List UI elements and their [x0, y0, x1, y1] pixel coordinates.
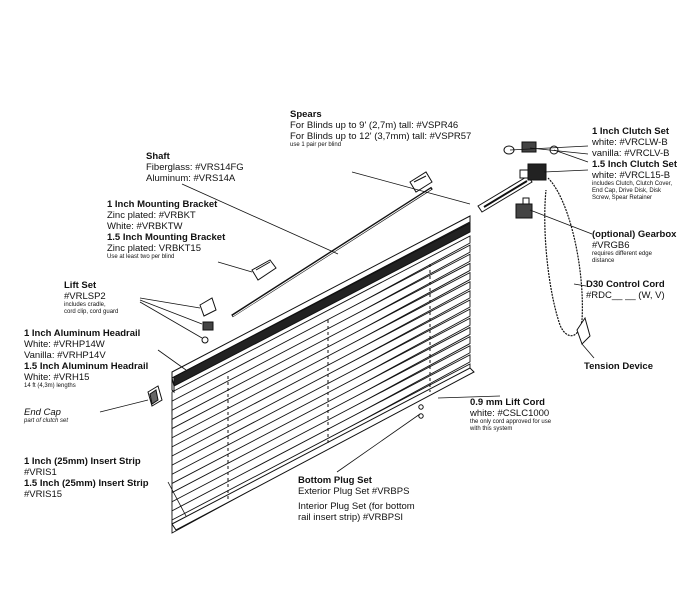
end-cap-label: End Cap part of clutch set: [24, 407, 69, 424]
spears: [477, 175, 533, 213]
bottom-plug: [418, 404, 424, 419]
control-cord-loop: [544, 177, 583, 337]
mounting-bracket-label: 1 Inch Mounting Bracket Zinc plated: #VR…: [107, 199, 226, 260]
lift-cord-label: 0.9 mm Lift Cord white: #CSLC1000 the on…: [470, 397, 552, 432]
clutch-set-label: 1 Inch Clutch Set white: #VRCLW-B vanill…: [592, 126, 677, 201]
tension-device: [576, 316, 591, 345]
lift-set-label: Lift Set #VRLSP2 includes cradle, cord c…: [64, 280, 119, 315]
mounting-bracket-1: [251, 259, 277, 281]
gearbox: [515, 197, 533, 219]
end-cap: [147, 385, 163, 407]
bottom-plug-label: Bottom Plug Set Exterior Plug Set #VRBPS…: [298, 475, 415, 523]
insert-strip-label: 1 Inch (25mm) Insert Strip #VRIS1 1.5 In…: [24, 456, 149, 500]
gearbox-label: (optional) Gearbox #VRGB6 requires diffe…: [592, 229, 677, 264]
leader-lines: [99, 145, 595, 517]
headrail: [171, 215, 471, 394]
lift-set-parts: [199, 297, 217, 344]
spears-label: Spears For Blinds up to 9' (2,7m) tall: …: [290, 109, 472, 148]
lift-cords: [227, 264, 431, 500]
shaft-label: Shaft Fiberglass: #VRS14FG Aluminum: #VR…: [146, 151, 244, 184]
tension-device-label: Tension Device: [584, 361, 653, 372]
blind-slats: [171, 235, 475, 534]
headrail-label: 1 Inch Aluminum Headrail White: #VRHP14W…: [24, 328, 149, 389]
control-cord-label: D30 Control Cord #RDC__ __ (W, V): [586, 279, 665, 301]
bottom-rail: [171, 367, 475, 531]
